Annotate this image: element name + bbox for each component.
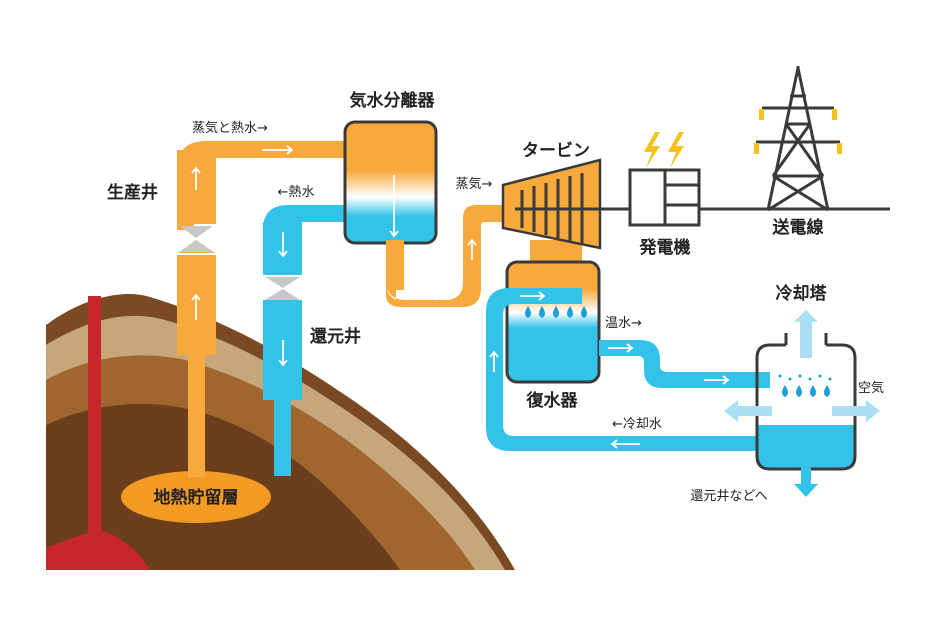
production-well-label: 生産井 — [107, 182, 158, 203]
magma-chamber — [46, 530, 150, 570]
insulator-icons — [754, 109, 842, 154]
geothermal-reservoir — [121, 471, 271, 523]
water-drop-icons — [525, 306, 587, 318]
transmission-tower-icon — [756, 66, 840, 212]
production-well-arrows — [191, 145, 294, 320]
outflow-arrow — [794, 466, 818, 497]
cooling-water-loop — [486, 288, 770, 451]
hot-water-label: ←熱水 — [278, 185, 315, 200]
separator-pipe-arrows — [389, 175, 477, 301]
production-well-pipe — [177, 141, 345, 477]
cooling-tower-label: 冷却塔 — [776, 283, 828, 304]
steam-label: 蒸気→ — [456, 176, 493, 192]
cooling-loop-arrows — [489, 291, 730, 449]
generator-label: 発電機 — [639, 237, 691, 258]
warm-water-label: 温水→ — [605, 316, 642, 331]
condenser-label: 復水器 — [526, 390, 579, 411]
magma-dike — [88, 296, 101, 536]
steam-hot-water-label: 蒸気と熱水→ — [192, 120, 268, 136]
separator-label: 気水分離器 — [349, 90, 436, 111]
generator — [628, 168, 701, 227]
cooling-water-label: ←冷却水 — [612, 417, 662, 432]
tower-spray-dots — [778, 374, 832, 381]
turbine — [501, 158, 602, 270]
steam-pipe-to-turbine — [386, 205, 505, 307]
reinjection-well-pipe — [263, 205, 345, 476]
lightning-icon — [644, 132, 684, 168]
air-left-arrow — [724, 400, 772, 422]
reservoir-label: 地熱貯留層 — [154, 487, 239, 508]
to-reinjection-label: 還元井などへ — [690, 489, 767, 504]
turbine-label: タービン — [522, 141, 590, 161]
air-up-arrow — [794, 310, 818, 358]
air-label: 空気 — [858, 380, 884, 396]
air-right-arrow — [832, 400, 880, 422]
reinjection-well-label: 還元井 — [310, 326, 361, 347]
air-arrows — [724, 310, 880, 422]
tower-water-drop-icons — [782, 385, 830, 397]
transmission-line-label: 送電線 — [773, 217, 824, 238]
reinjection-well-arrows — [278, 232, 288, 367]
condenser-tank — [505, 260, 601, 384]
separator-tank — [343, 120, 438, 245]
